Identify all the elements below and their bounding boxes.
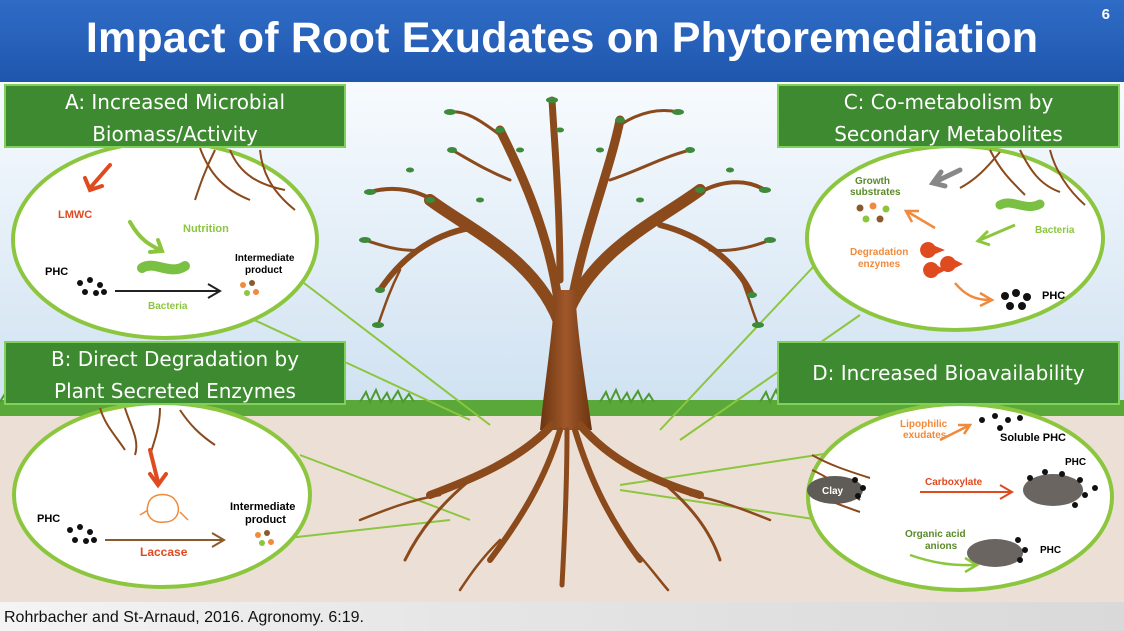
- panel-c-phc: PHC: [1042, 290, 1065, 302]
- panel-d-organic-1: Organic acid: [905, 529, 966, 540]
- panel-c-label-line2: Secondary Metabolites: [834, 122, 1063, 146]
- panel-d-clay-dots: [852, 477, 866, 499]
- panel-b-phc-dots: [67, 524, 97, 544]
- panel-a-lmwc: LMWC: [58, 209, 92, 221]
- tree-branches: [363, 96, 772, 336]
- panel-c-enzyme-pacmen: [920, 241, 963, 278]
- panel-a-label-line1: A: Increased Microbial: [64, 90, 285, 114]
- panel-a-intermediate-1: Intermediate: [235, 253, 295, 264]
- panel-a-red-arrow: [83, 163, 112, 193]
- panel-a-circle: LMWC Nutrition PHC Bacteria Intermediate…: [11, 140, 319, 340]
- panel-b-label-line2: Plant Secreted Enzymes: [54, 379, 296, 403]
- panel-a-phc: PHC: [45, 266, 68, 278]
- panel-c-growth-2: substrates: [850, 187, 901, 198]
- panel-d-label-text: D: Increased Bioavailability: [812, 361, 1085, 385]
- panel-c-bacteria-label: Bacteria: [1035, 225, 1075, 236]
- panel-b-product-dots: [255, 530, 274, 546]
- panel-d-phc-blob-bottom: [967, 539, 1023, 567]
- page-number: 6: [1101, 6, 1110, 23]
- panel-d-label: D: Increased Bioavailability: [777, 341, 1120, 405]
- panel-a-phc-dots: [77, 277, 107, 296]
- panel-d-blob-bottom-dots: [1015, 537, 1028, 563]
- panel-d-carboxylate: Carboxylate: [925, 477, 983, 488]
- panel-a-arrow: [115, 283, 222, 299]
- panel-d-soluble-phc: Soluble PHC: [1000, 432, 1066, 444]
- panel-a-roots: [194, 147, 296, 211]
- panel-c-degradation-1: Degradation: [850, 247, 908, 258]
- slide-title: Impact of Root Exudates on Phytoremediat…: [85, 14, 1039, 62]
- panel-c-growth-1: Growth: [855, 176, 890, 187]
- panel-d-arrow-lipophilic: [939, 423, 973, 442]
- panel-c-phc-dots: [1001, 289, 1031, 310]
- citation: Rohrbacher and St-Arnaud, 2016. Agronomy…: [4, 609, 364, 626]
- panel-c-label: C: Co-metabolism by Secondary Metabolite…: [777, 84, 1120, 148]
- tree-trunk: [540, 290, 592, 430]
- panel-b-label: B: Direct Degradation by Plant Secreted …: [4, 341, 346, 405]
- panel-c-arrow-enzymes: [975, 223, 1016, 247]
- panel-a-label: A: Increased Microbial Biomass/Activity: [4, 84, 346, 148]
- panel-d-organic-2: anions: [925, 541, 958, 552]
- panel-b-intermediate-1: Intermediate: [230, 501, 295, 513]
- panel-c-degradation-2: enzymes: [858, 259, 901, 270]
- panel-d-soluble-dots: [979, 413, 1023, 431]
- panel-c-arrow-phc: [954, 282, 995, 308]
- panel-a-label-line2: Biomass/Activity: [92, 122, 258, 146]
- panel-b-intermediate-2: product: [245, 514, 286, 526]
- panel-b-circle: PHC Laccase Intermediate product: [12, 401, 312, 589]
- panel-a-bacteria-label: Bacteria: [148, 301, 188, 312]
- panel-d-lipophilic-2: exudates: [903, 430, 947, 441]
- title-bar: Impact of Root Exudates on Phytoremediat…: [0, 0, 1124, 82]
- panel-a-nutrition: Nutrition: [183, 223, 229, 235]
- panel-d-phc-top: PHC: [1065, 457, 1086, 468]
- panel-b-label-line1: B: Direct Degradation by: [50, 347, 300, 371]
- panel-b-red-arrow: [148, 448, 168, 489]
- panel-a-intermediate-2: product: [245, 265, 283, 276]
- panel-b-phc: PHC: [37, 513, 60, 525]
- panel-b-enzyme-icon: [139, 493, 189, 524]
- panel-c-bacteria: [995, 198, 1045, 212]
- panel-d-arrow-carboxylate: [920, 484, 1014, 500]
- panel-c-label-line1: C: Co-metabolism by: [843, 90, 1054, 114]
- panel-d-clay: [807, 476, 863, 504]
- footer-bar: Rohrbacher and St-Arnaud, 2016. Agronomy…: [0, 602, 1124, 631]
- panel-d-circle: Lipophilic exudates Soluble PHC Carboxyl…: [806, 402, 1114, 592]
- panel-a-bacteria: [137, 260, 190, 275]
- tree-leaves: [359, 97, 776, 328]
- panel-d-blob-dots: [1027, 469, 1098, 508]
- panel-a-product-dots: [240, 280, 259, 296]
- panel-c-roots: [959, 149, 1086, 206]
- panel-d-phc-blob-top: [1023, 474, 1083, 506]
- panel-a-green-arrow: [128, 220, 165, 254]
- panel-c-substrate-dots: [856, 202, 890, 223]
- panel-d-lipophilic-1: Lipophilic: [900, 419, 948, 430]
- panel-c-circle: Growth substrates Bacteria Degradation e…: [805, 144, 1105, 332]
- panel-b-arrow: [105, 532, 226, 548]
- panel-c-gray-arrow: [928, 167, 963, 189]
- panel-b-laccase: Laccase: [140, 545, 188, 559]
- panel-d-phc-bottom: PHC: [1040, 545, 1061, 556]
- panel-c-arrow-substrates: [903, 209, 936, 230]
- tree-illustration: [358, 96, 776, 592]
- panel-d-clay-label: Clay: [822, 486, 844, 497]
- connector-lines: [249, 264, 861, 541]
- panel-d-arrow-organic: [909, 553, 980, 574]
- tree-roots: [358, 421, 772, 592]
